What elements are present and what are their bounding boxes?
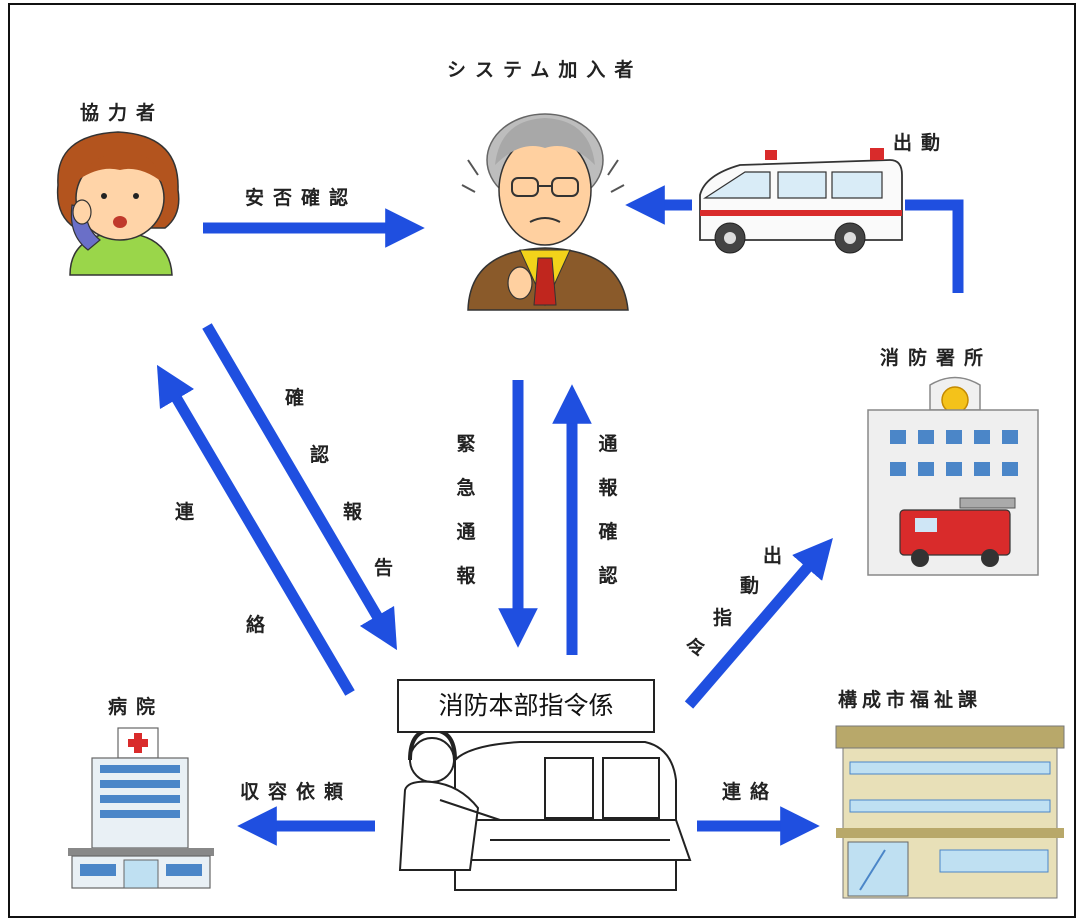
edge-label-char: 指 bbox=[713, 607, 733, 629]
edge-label-char: 告 bbox=[374, 557, 394, 579]
fire-station-icon bbox=[867, 376, 1039, 576]
ambulance-dispatch-label: 出動 bbox=[893, 132, 950, 154]
fire-station-label: 消防署所 bbox=[880, 347, 993, 369]
edge-label-char: 連 bbox=[175, 501, 195, 523]
edge-label-char: 絡 bbox=[246, 614, 266, 636]
subscriber-label: システム加入者 bbox=[447, 59, 643, 81]
call-confirm-label: 通報確認 bbox=[598, 433, 618, 587]
dispatch-center-box: 消防本部指令係 bbox=[397, 679, 655, 733]
hospital-icon bbox=[68, 727, 214, 889]
emergency-call-label: 緊急通報 bbox=[456, 433, 476, 587]
welfare-label: 構成市福祉課 bbox=[838, 689, 983, 711]
edge-label-char: 確 bbox=[285, 387, 305, 409]
admission-request-label: 収容依頼 bbox=[240, 781, 353, 803]
edge-label-char: 動 bbox=[740, 575, 760, 597]
arrow-dispatch-order bbox=[684, 538, 833, 709]
contact-welfare-label: 連絡 bbox=[722, 781, 779, 803]
helper-woman-icon bbox=[56, 131, 180, 276]
dispatch-console-icon bbox=[398, 727, 692, 891]
helper-label: 協力者 bbox=[80, 102, 165, 124]
elderly-man-icon bbox=[461, 113, 629, 311]
edge-label-char: 出 bbox=[763, 545, 783, 567]
edge-label-char: 令 bbox=[686, 637, 706, 659]
arrow-contact-helper bbox=[156, 364, 355, 696]
arrow-station-to-ambulance bbox=[905, 199, 964, 293]
welfare-office-building-icon bbox=[835, 725, 1065, 899]
arrow-confirm-report bbox=[202, 323, 398, 651]
edge-label-char: 報 bbox=[343, 501, 363, 523]
edge-label-char: 認 bbox=[310, 444, 330, 466]
safety-check-label: 安否確認 bbox=[245, 187, 358, 209]
hospital-label: 病院 bbox=[108, 696, 165, 718]
ambulance-icon bbox=[699, 148, 903, 254]
